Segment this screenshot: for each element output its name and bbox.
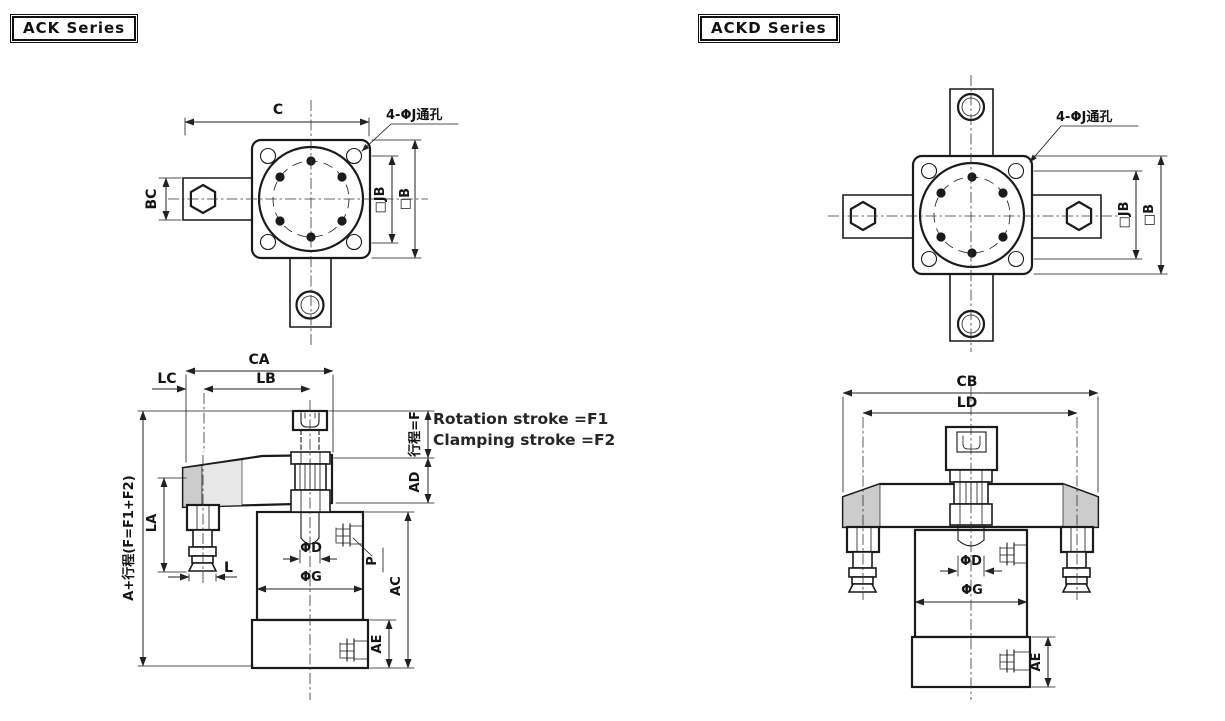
dim-label-stroke-f: 行程=F [407, 411, 423, 458]
dim-label-a-plus-stroke: A+行程(F=F1+F2) [121, 475, 137, 600]
ack-top-view: C BC □JB □B 4-ΦJ通孔 [144, 100, 459, 347]
dim-label-phi-g: ΦG [961, 583, 983, 598]
dim-label-jb: □JB [1117, 201, 1132, 228]
arm-shading [182, 465, 203, 508]
air-port [339, 638, 369, 662]
dim-label-la: LA [145, 514, 160, 532]
ackd-clamp-stud-left [845, 525, 881, 593]
tab-hole [295, 290, 325, 320]
port-label-p: P [365, 556, 380, 566]
mount-hole [345, 233, 363, 251]
dim-label-b: □B [398, 188, 413, 210]
ackd-front-view: CB LD ΦD ΦG AE [841, 374, 1100, 700]
rod-nut-stack [949, 469, 993, 526]
mount-hole [259, 147, 277, 165]
dim-label-ac: AC [389, 576, 404, 596]
mount-hole [920, 162, 938, 180]
dim-label-ae: AE [370, 635, 385, 654]
dim-label-lc: LC [157, 371, 176, 387]
air-port [999, 649, 1031, 673]
arm-shading [201, 459, 243, 507]
ackd-series-title: ACKD Series [698, 14, 840, 43]
ackd-flange-outline [911, 154, 1034, 276]
dim-label-ae: AE [1029, 653, 1044, 672]
rod-nut-stack [290, 451, 331, 513]
piston-rod [300, 511, 320, 539]
tab-hole-inner [300, 295, 320, 315]
mount-hole [1007, 162, 1025, 180]
ackd-left-arm [842, 194, 914, 239]
leader-holes [1029, 125, 1139, 163]
dim-label-lb: LB [256, 371, 276, 387]
piston-rod [957, 524, 985, 541]
air-port [999, 542, 1028, 566]
dim-label-ld: LD [957, 395, 978, 411]
dim-label-bc: BC [144, 189, 160, 210]
mount-hole [259, 233, 277, 251]
ackd-right-arm [1031, 194, 1102, 239]
dim-label-c: C [273, 102, 283, 118]
dim-label-phi-d: ΦD [300, 541, 322, 556]
ack-bottom-tab [289, 257, 332, 328]
dim-label-ad: AD [408, 471, 423, 492]
ackd-clamp-stud-right [1059, 525, 1095, 593]
hidden-rod-lines [300, 429, 320, 453]
mount-hole [920, 250, 938, 268]
ackd-bore-circle [918, 161, 1026, 269]
arm-shading [842, 483, 881, 528]
dim-label-phi-d: ΦD [960, 554, 982, 569]
dim-label-l: L [224, 560, 233, 576]
hex-nut [1065, 200, 1093, 232]
dim-label-jb: □JB [373, 186, 388, 213]
dim-label-phi-g: ΦG [300, 570, 322, 585]
note-rotation-stroke: Rotation stroke =F1 [433, 410, 608, 428]
ackd-bottom-tab [949, 273, 994, 342]
bolt-heads [936, 172, 1008, 258]
rod-end-socket [956, 431, 987, 453]
note-clamping-stroke: Clamping stroke =F2 [433, 431, 615, 449]
dim-label-ca: CA [248, 352, 269, 368]
dim-label-b: □B [1142, 204, 1157, 226]
mount-hole [345, 147, 363, 165]
ack-front-view: A+行程(F=F1+F2) CA LB LC 行程=F AD Rotation … [121, 352, 615, 700]
air-port [335, 523, 364, 547]
callout-holes: 4-ΦJ通孔 [386, 107, 442, 123]
ackd-top-view: □JB □B 4-ΦJ通孔 [828, 75, 1168, 352]
callout-holes: 4-ΦJ通孔 [1056, 109, 1112, 125]
mount-hole [1007, 250, 1025, 268]
leader-holes [361, 123, 459, 152]
ackd-top-tab [949, 88, 994, 157]
arm-shading [1062, 483, 1099, 528]
ack-series-title: ACK Series [9, 14, 139, 43]
dim-label-cb: CB [957, 374, 978, 390]
